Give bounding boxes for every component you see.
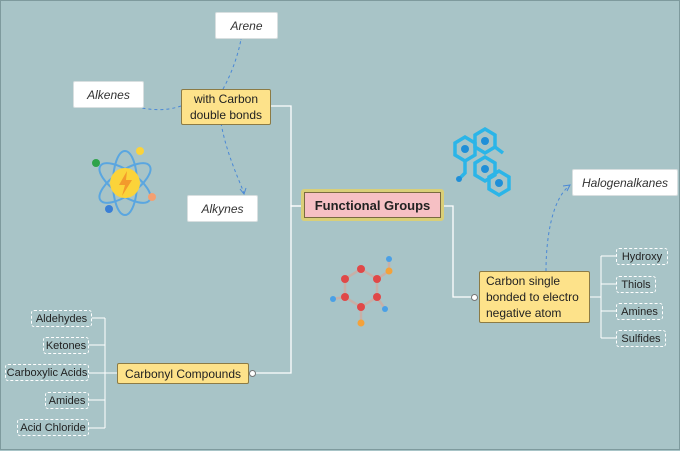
branch-collapse-knob[interactable] bbox=[471, 294, 478, 301]
atom-icon bbox=[92, 147, 156, 216]
node-hydroxy[interactable]: Hydroxy bbox=[616, 248, 668, 265]
hexagon-molecule-icon bbox=[453, 126, 511, 198]
central-topic[interactable]: Functional Groups bbox=[301, 189, 444, 221]
node-amines[interactable]: Amines bbox=[616, 303, 663, 320]
node-carboxylic-acids[interactable]: Carboxylic Acids bbox=[5, 364, 89, 381]
branch-carbon-single-bonded[interactable]: Carbon single bonded to electro negative… bbox=[479, 271, 590, 323]
node-aldehydes[interactable]: Aldehydes bbox=[31, 310, 92, 327]
node-halogenalkanes[interactable]: Halogenalkanes bbox=[572, 169, 678, 196]
node-ketones[interactable]: Ketones bbox=[43, 337, 89, 354]
node-alkynes[interactable]: Alkynes bbox=[187, 195, 258, 222]
branch-carbonyl-compounds[interactable]: Carbonyl Compounds bbox=[117, 363, 249, 384]
node-arene[interactable]: Arene bbox=[215, 12, 278, 39]
ball-stick-molecule-icon bbox=[330, 256, 393, 327]
node-alkenes[interactable]: Alkenes bbox=[73, 81, 144, 108]
node-sulfides[interactable]: Sulfides bbox=[616, 330, 666, 347]
node-acid-chloride[interactable]: Acid Chloride bbox=[17, 419, 89, 436]
branch-collapse-knob[interactable] bbox=[249, 370, 256, 377]
branch-carbon-double-bonds[interactable]: with Carbon double bonds bbox=[181, 89, 271, 125]
node-amides[interactable]: Amides bbox=[45, 392, 89, 409]
node-thiols[interactable]: Thiols bbox=[616, 276, 656, 293]
